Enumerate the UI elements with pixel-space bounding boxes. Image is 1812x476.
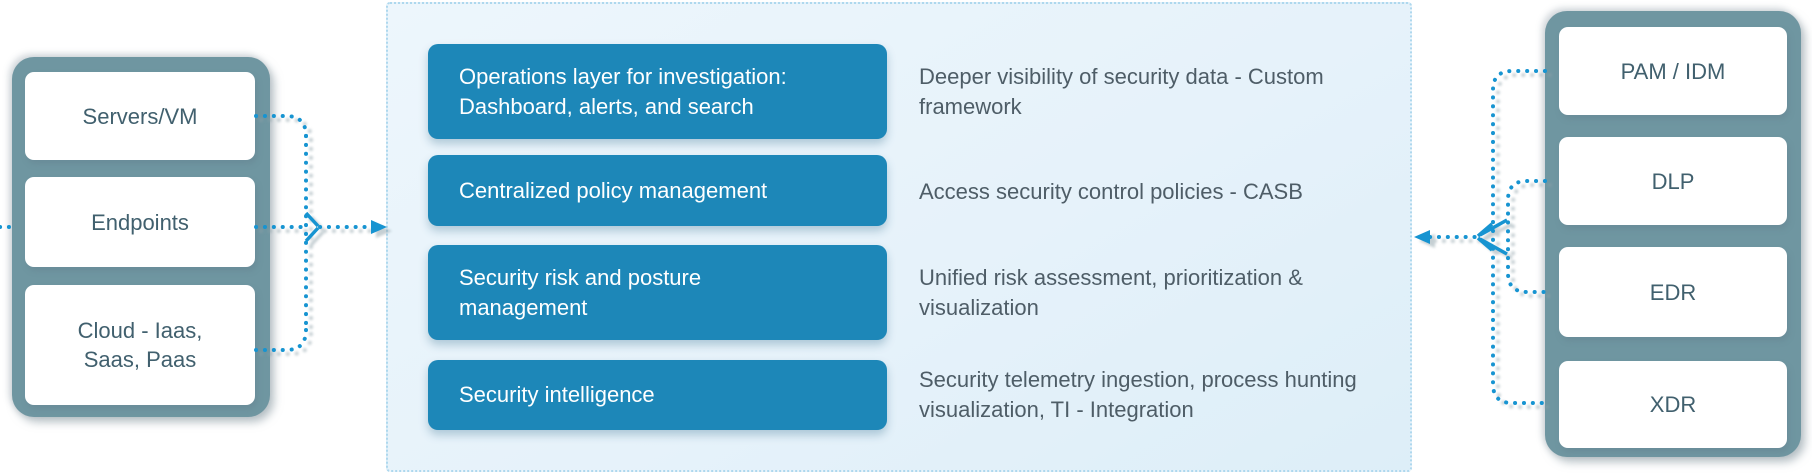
node-edr-label: EDR — [1649, 279, 1697, 305]
node-servers-vm: Servers/VM — [25, 72, 255, 160]
node-cloud-label: Cloud - Iaas, Saas, Paas — [77, 318, 203, 372]
description-policy-management: Access security control policies - CASB — [919, 179, 1303, 204]
description-security-intelligence: Security telemetry ingestion, process hu… — [919, 367, 1357, 422]
node-cloud: Cloud - Iaas, Saas, Paas — [25, 285, 255, 405]
capability-operations-layer: Operations layer for investigation: Dash… — [428, 44, 887, 139]
capability-policy-management: Centralized policy management — [428, 155, 887, 226]
capability-security-intelligence-label: Security intelligence — [459, 382, 655, 407]
node-xdr-label: XDR — [1649, 392, 1697, 417]
node-servers-vm-label: Servers/VM — [82, 103, 198, 129]
node-xdr: XDR — [1559, 361, 1787, 448]
connector-right-outer-rail — [1491, 69, 1547, 405]
description-operations-layer: Deeper visibility of security data - Cus… — [919, 64, 1324, 119]
node-pam-idm: PAM / IDM — [1559, 27, 1787, 115]
capabilities-panel: Operations layer for investigation: Dash… — [386, 2, 1412, 472]
description-risk-posture: Unified risk assessment, prioritization … — [919, 265, 1303, 320]
node-dlp-label: DLP — [1651, 168, 1695, 194]
node-edr: EDR — [1559, 247, 1787, 337]
capability-policy-management-label: Centralized policy management — [459, 177, 768, 203]
node-dlp: DLP — [1559, 137, 1787, 225]
node-endpoints-label: Endpoints — [91, 209, 189, 235]
arrow-right-icon — [371, 220, 387, 234]
capability-risk-posture: Security risk and posture management — [428, 245, 887, 340]
connector-right-inner-rail — [1506, 179, 1547, 294]
capability-risk-posture-label: Security risk and posture management — [459, 264, 702, 320]
arrow-left-icon — [1414, 230, 1430, 244]
capability-operations-layer-label: Operations layer for investigation: Dash… — [459, 63, 787, 119]
node-endpoints: Endpoints — [25, 177, 255, 267]
capability-security-intelligence: Security intelligence — [428, 360, 887, 430]
node-pam-idm-label: PAM / IDM — [1620, 58, 1726, 84]
